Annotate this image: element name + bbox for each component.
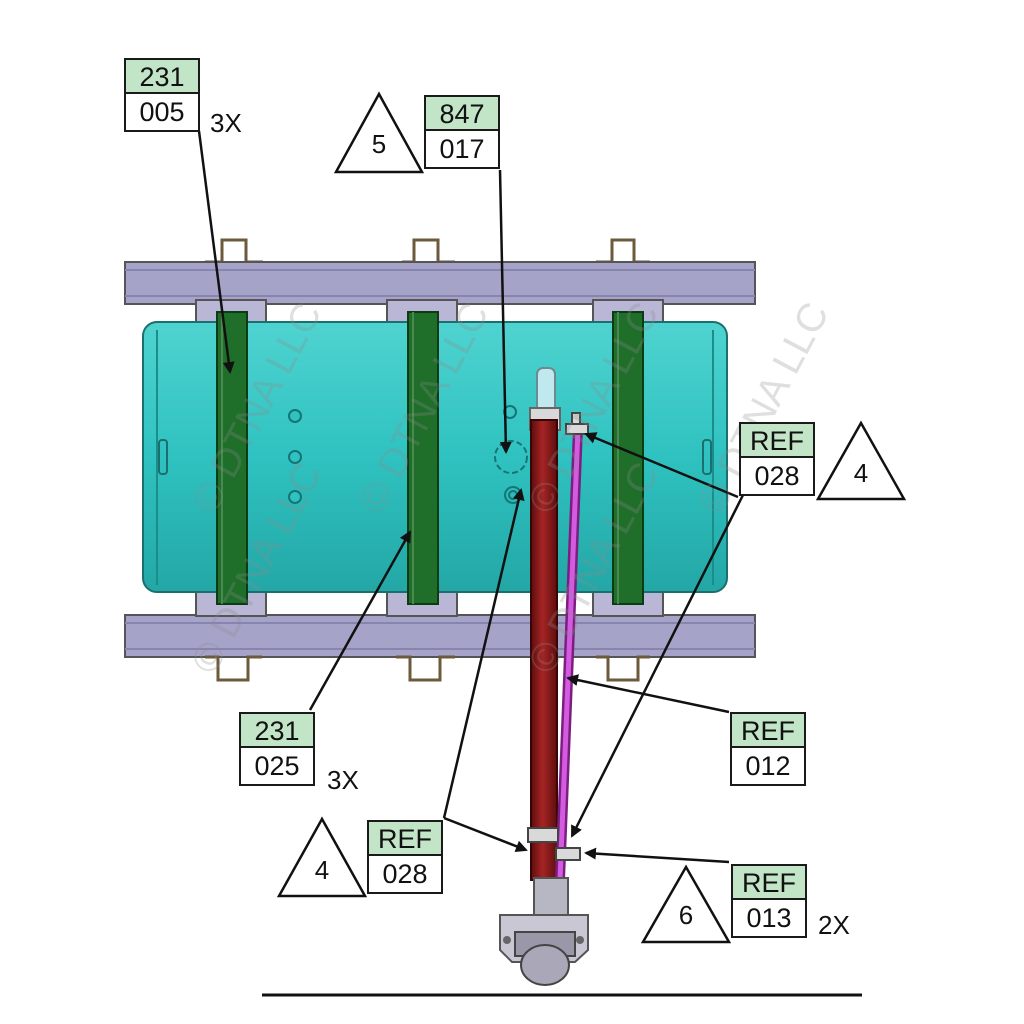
callout-231-005: 231 005 bbox=[124, 58, 200, 132]
callout-item-number: 017 bbox=[424, 131, 500, 169]
callout-part-number: REF bbox=[731, 864, 807, 900]
callout-ref-028-lower: REF 028 bbox=[367, 820, 443, 894]
triangle-callouts bbox=[276, 91, 907, 944]
callout-quantity: 3X bbox=[210, 108, 242, 138]
hose bbox=[555, 427, 583, 881]
clamps bbox=[527, 412, 589, 861]
callout-847-017: 847 017 bbox=[424, 95, 500, 169]
triangle-note-label: 4 bbox=[853, 458, 869, 488]
callout-item-number: 025 bbox=[239, 748, 315, 786]
callout-part-number: 231 bbox=[239, 712, 315, 748]
callout-ref-012: REF 012 bbox=[730, 712, 806, 786]
callout-part-number: REF bbox=[739, 422, 815, 458]
frame-brackets-bottom bbox=[205, 655, 650, 682]
callout-ref-013: REF 013 bbox=[731, 864, 807, 938]
callout-item-number: 028 bbox=[739, 458, 815, 496]
callout-ref-028-upper: REF 028 bbox=[739, 422, 815, 496]
callout-item-number: 012 bbox=[730, 748, 806, 786]
callout-quantity: 3X bbox=[327, 765, 359, 795]
frame-brackets-top bbox=[205, 238, 650, 264]
callout-quantity: 2X bbox=[818, 910, 850, 940]
frame-rail-top bbox=[124, 261, 756, 305]
callout-part-number: REF bbox=[730, 712, 806, 748]
callout-item-number: 013 bbox=[731, 900, 807, 938]
callout-231-025: 231 025 bbox=[239, 712, 315, 786]
callout-part-number: 231 bbox=[124, 58, 200, 94]
callout-item-number: 028 bbox=[367, 856, 443, 894]
exhaust-pipe bbox=[529, 367, 561, 881]
triangle-note-label: 6 bbox=[678, 900, 694, 930]
leader-lines bbox=[197, 130, 745, 864]
triangle-note-label: 5 bbox=[371, 129, 387, 159]
callout-item-number: 005 bbox=[124, 94, 200, 132]
triangle-note-label: 4 bbox=[314, 855, 330, 885]
callout-part-number: REF bbox=[367, 820, 443, 856]
callout-part-number: 847 bbox=[424, 95, 500, 131]
exhaust-bottom-fitting bbox=[499, 877, 589, 986]
tank-straps bbox=[216, 311, 644, 605]
